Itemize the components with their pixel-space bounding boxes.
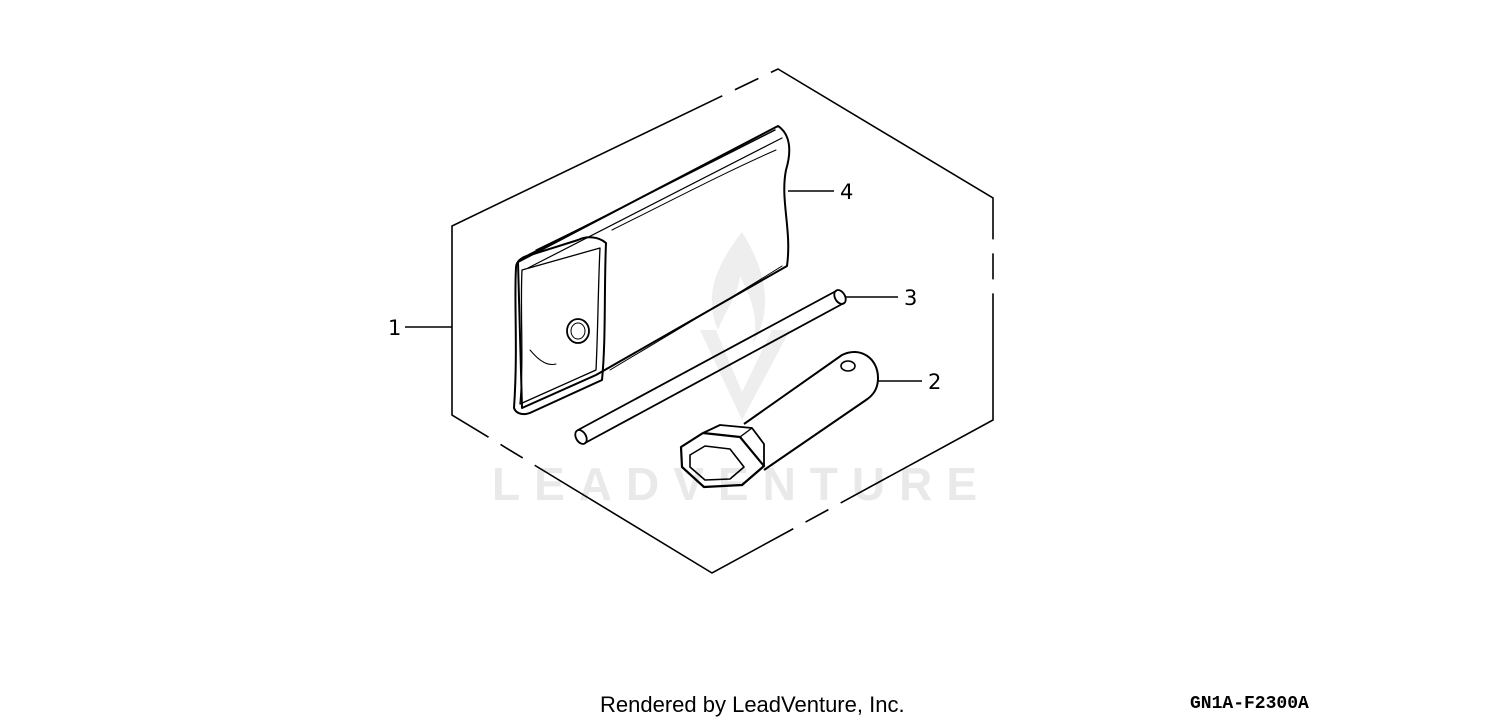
snap-button-icon: [566, 318, 590, 344]
hex-socket-outer: [679, 431, 766, 489]
callout-1[interactable]: 1: [388, 316, 401, 340]
diagram-code: GN1A-F2300A: [1190, 694, 1309, 714]
watermark-flame-icon: [700, 232, 790, 420]
tool-bag: [513, 125, 791, 416]
callout-3[interactable]: 3: [904, 286, 917, 310]
tommy-bar: [574, 289, 847, 445]
tool-bag-body: [517, 125, 791, 409]
leader-lines: [405, 190, 922, 382]
callout-2[interactable]: 2: [928, 370, 941, 394]
hex-socket-inner: [689, 445, 745, 481]
watermark-text: LEADVENTURE: [492, 458, 991, 510]
plug-wrench: [679, 350, 879, 489]
footer-credit: Rendered by LeadVenture, Inc.: [600, 692, 905, 717]
kit-outline: [451, 68, 994, 574]
footer: Rendered by LeadVenture, Inc. GN1A-F2300…: [0, 692, 1500, 724]
callouts: 1 2 3 4: [388, 180, 941, 394]
callout-4[interactable]: 4: [840, 180, 853, 204]
tool-bag-flap: [513, 236, 607, 416]
